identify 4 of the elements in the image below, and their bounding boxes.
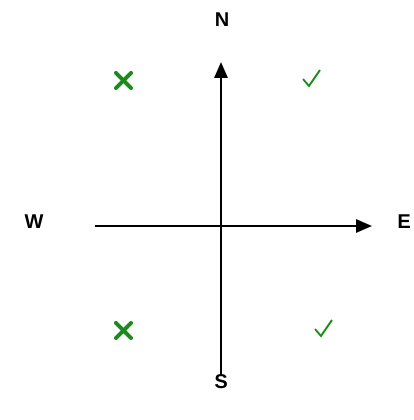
- compass-label: N: [214, 10, 230, 30]
- compass-label: W: [24, 212, 44, 232]
- compass-label: E: [397, 212, 411, 232]
- compass-label: S: [214, 372, 228, 392]
